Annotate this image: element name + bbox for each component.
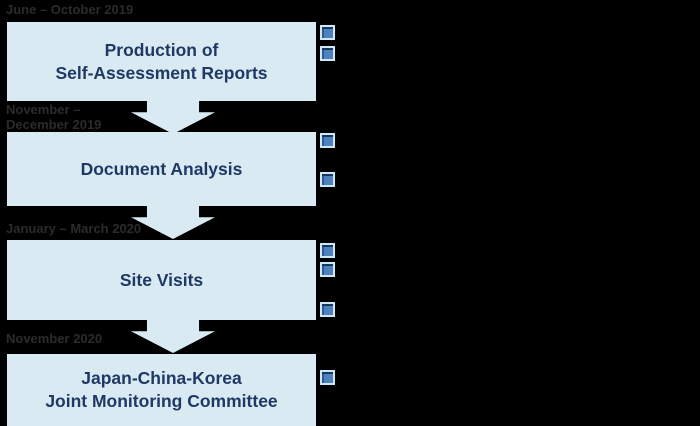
down-arrow-icon: [131, 319, 215, 353]
down-arrow-icon: [131, 100, 215, 134]
bullet-square-icon: [320, 370, 335, 385]
stage-4-box: Japan-China-Korea Joint Monitoring Commi…: [7, 354, 316, 426]
down-arrow-icon: [131, 205, 215, 239]
stage-2-date-line: November –: [6, 102, 81, 117]
stage-4-date-label: November 2020: [6, 331, 102, 346]
stage-1-title-line: Production of: [104, 39, 219, 60]
stage-3-date-label: January – March 2020: [6, 221, 141, 236]
stage-1-date-line: June – October 2019: [6, 2, 134, 17]
stage-4-date-line: November 2020: [6, 331, 103, 346]
stage-2-date-line: December 2019: [6, 117, 102, 132]
bullet-square-icon: [320, 46, 335, 61]
bullet-square-icon: [320, 25, 335, 40]
stage-3-title-line: Site Visits: [119, 269, 204, 290]
bullet-square-icon: [320, 243, 335, 258]
stage-2-date-label: November – December 2019: [6, 102, 101, 132]
stage-2-title-line: Document Analysis: [80, 158, 243, 179]
bullet-square-icon: [320, 302, 335, 317]
stage-2-box: Document Analysis: [7, 132, 316, 206]
stage-4-title-line: Japan-China-Korea: [81, 368, 242, 389]
stage-1-date-label: June – October 2019: [6, 2, 133, 17]
bullet-square-icon: [320, 172, 335, 187]
bullet-square-icon: [320, 133, 335, 148]
stage-1-box: Production of Self-Assessment Reports: [7, 22, 316, 101]
stage-3-box: Site Visits: [7, 240, 316, 320]
stage-1-title-line: Self-Assessment Reports: [55, 62, 268, 83]
bullet-square-icon: [320, 262, 335, 277]
stage-4-title-line: Joint Monitoring Committee: [45, 391, 278, 411]
stage-3-date-line: January – March 2020: [6, 221, 142, 236]
